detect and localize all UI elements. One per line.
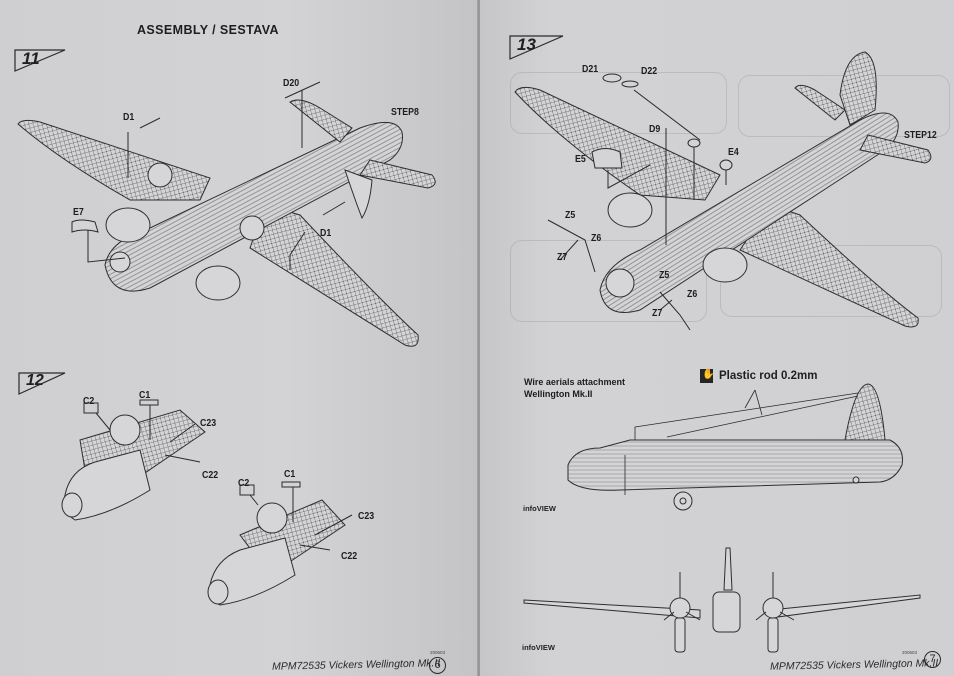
page-number-right: 7: [924, 651, 941, 668]
left-page: ASSEMBLY / SESTAVA 11: [0, 0, 478, 676]
print-code-right: 200603: [902, 650, 918, 655]
part-label-d1-right: D1: [320, 228, 332, 239]
step-11-airplane-drawing: [17, 81, 436, 347]
part-label-e7: E7: [73, 207, 84, 218]
part-label-c23: C23: [200, 418, 217, 429]
part-label-c23-second: C23: [358, 511, 375, 522]
part-label-d21: D21: [582, 64, 599, 75]
infoview-label-second: infoVIEW: [522, 643, 555, 652]
plastic-rod-note: ✋ Plastic rod 0.2mm: [700, 369, 817, 383]
assembly-heading: ASSEMBLY / SESTAVA: [137, 23, 279, 37]
part-label-c2: C2: [83, 396, 95, 407]
part-label-z5-second: Z5: [659, 270, 670, 281]
part-label-d9: D9: [649, 124, 661, 135]
part-label-d1: D1: [123, 112, 135, 123]
step-12-tag: 12: [18, 371, 70, 395]
step-number: 12: [26, 372, 44, 389]
part-label-z6: Z6: [591, 233, 602, 244]
aerial-caption-line2: Wellington Mk.II: [524, 389, 593, 399]
infoview-label: infoVIEW: [523, 504, 556, 513]
step-11-tag: 11: [14, 48, 66, 72]
part-label-e4: E4: [728, 147, 739, 158]
aerial-caption: Wire aerials attachment Wellington Mk.II: [524, 376, 625, 400]
step-tag-shape: [509, 35, 564, 60]
part-label-z6-second: Z6: [687, 289, 698, 300]
part-label-c1-second: C1: [284, 469, 296, 480]
step-tag-shape: [14, 49, 66, 72]
page-gutter: [477, 0, 481, 676]
part-label-z7: Z7: [557, 252, 568, 263]
part-label-z7-second: Z7: [652, 308, 663, 319]
show-through-box: [510, 240, 707, 322]
page-number: 6: [429, 657, 446, 674]
part-label-e5: E5: [575, 154, 586, 165]
part-label-d22: D22: [641, 66, 658, 77]
part-label-c2-second: C2: [238, 478, 250, 489]
step-number: 13: [517, 35, 536, 54]
step8-reference: STEP8: [391, 107, 419, 118]
step12-reference: STEP12: [904, 130, 937, 141]
step-number: 11: [22, 49, 40, 68]
step-12-nacelle-drawings: [61, 399, 353, 606]
part-label-c22-second: C22: [341, 551, 358, 562]
step-13-tag: 13: [509, 34, 564, 60]
print-code: 200603: [430, 650, 446, 655]
part-label-c1: C1: [139, 390, 151, 401]
part-label-z5: Z5: [565, 210, 576, 221]
step-tag-shape: [18, 372, 66, 395]
part-label-c22: C22: [202, 470, 219, 481]
plastic-rod-text: Plastic rod 0.2mm: [719, 370, 818, 382]
part-label-d20: D20: [283, 78, 300, 89]
aerial-caption-line1: Wire aerials attachment: [524, 377, 625, 387]
hand-glue-icon: ✋: [700, 369, 714, 383]
